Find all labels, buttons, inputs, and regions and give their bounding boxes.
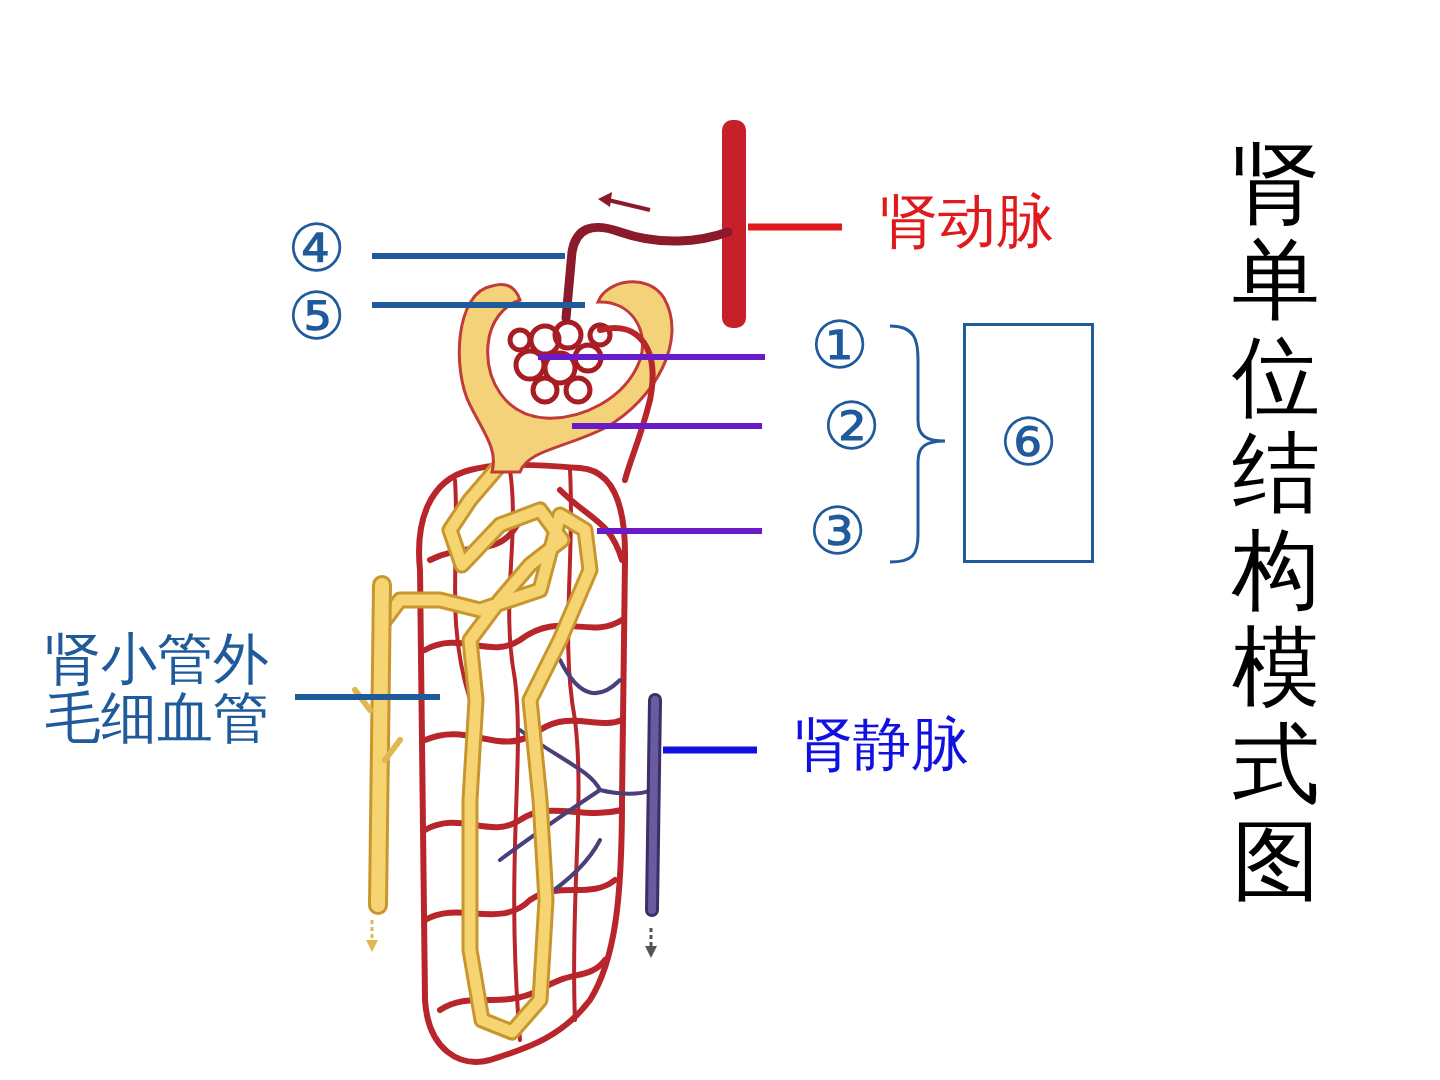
callout-number: ②	[822, 391, 881, 464]
part-label: 肾动脉	[880, 190, 1054, 254]
callout-number: ⑤	[287, 281, 346, 354]
callout-number: ①	[810, 310, 869, 383]
structure-box: ⑥	[963, 323, 1094, 563]
callout-number: ④	[287, 213, 346, 286]
renal-tubule	[385, 465, 590, 1032]
glomerulus	[510, 322, 610, 402]
leader-lines	[295, 227, 842, 750]
part-label: 肾小管外 毛细血管	[45, 630, 295, 748]
brace	[890, 326, 945, 562]
box-label: ⑥	[999, 407, 1058, 480]
collecting-duct	[355, 585, 400, 952]
renal-vein	[645, 700, 657, 958]
callout-number: ③	[808, 496, 867, 569]
part-label: 肾静脉	[795, 713, 969, 777]
title: 肾单位结构模式图	[1232, 135, 1320, 909]
